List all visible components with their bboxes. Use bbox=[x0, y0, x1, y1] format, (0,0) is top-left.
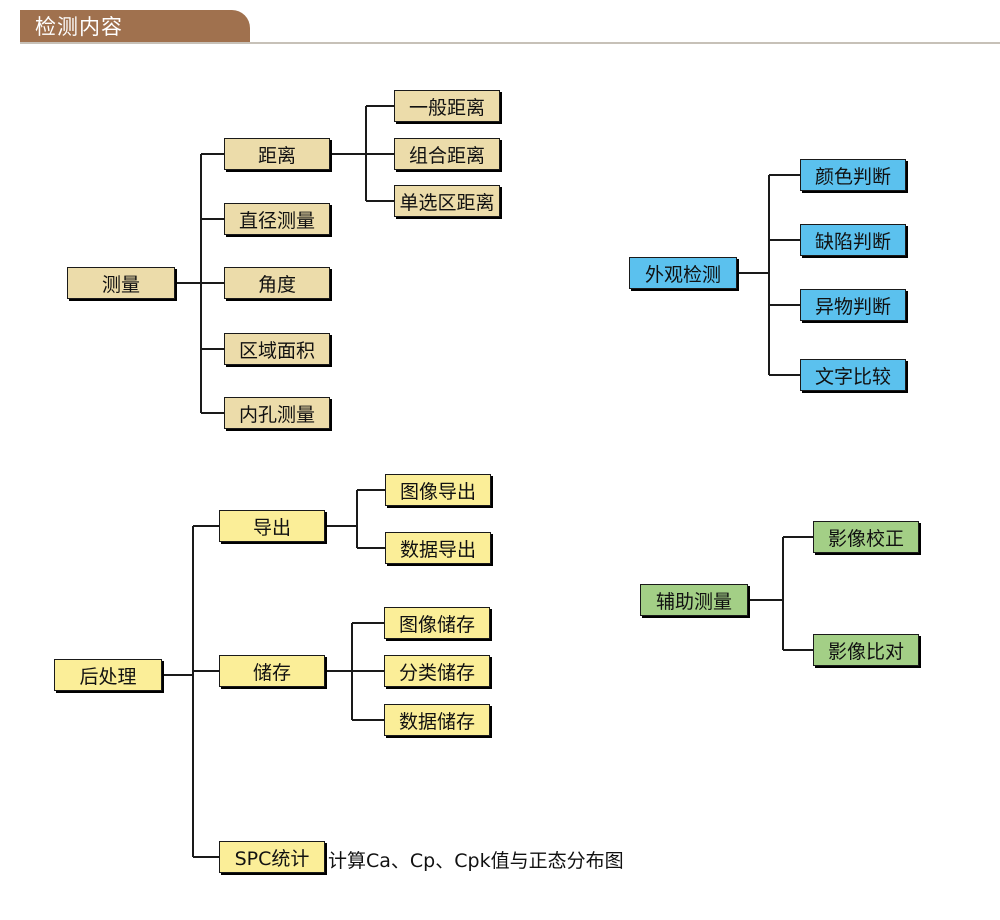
node-inner-hole: 内孔测量 bbox=[224, 397, 330, 429]
node-region-area: 区域面积 bbox=[224, 333, 330, 365]
node-image-storage: 图像储存 bbox=[384, 607, 490, 639]
node-storage: 储存 bbox=[219, 655, 325, 687]
node-single-select-distance: 单选区距离 bbox=[394, 185, 500, 217]
node-data-export: 数据导出 bbox=[385, 532, 491, 564]
node-distance: 距离 bbox=[224, 138, 330, 170]
node-foreign-check: 异物判断 bbox=[800, 289, 906, 321]
node-image-export: 图像导出 bbox=[385, 474, 491, 506]
section-title-tab bbox=[20, 10, 250, 42]
spc-note: 计算Ca、Cp、Cpk值与正态分布图 bbox=[328, 850, 624, 872]
node-auxiliary-measurement: 辅助测量 bbox=[640, 584, 748, 616]
node-export: 导出 bbox=[219, 510, 325, 542]
node-general-distance: 一般距离 bbox=[394, 90, 500, 122]
node-image-correction: 影像校正 bbox=[813, 521, 919, 553]
node-defect-check: 缺陷判断 bbox=[800, 224, 906, 256]
node-text-compare: 文字比较 bbox=[800, 359, 906, 391]
node-combined-distance: 组合距离 bbox=[394, 138, 500, 170]
section-title: 检测内容 bbox=[35, 15, 123, 39]
node-spc: SPC统计 bbox=[219, 841, 325, 873]
node-measurement: 测量 bbox=[67, 267, 175, 299]
node-appearance: 外观检测 bbox=[629, 257, 737, 289]
node-image-comparison: 影像比对 bbox=[813, 634, 919, 666]
node-color-check: 颜色判断 bbox=[800, 159, 906, 191]
node-post-processing: 后处理 bbox=[54, 659, 162, 691]
node-diameter: 直径测量 bbox=[224, 203, 330, 235]
title-divider bbox=[20, 42, 1000, 44]
node-category-storage: 分类储存 bbox=[384, 655, 490, 687]
node-angle: 角度 bbox=[224, 267, 330, 299]
node-data-storage: 数据储存 bbox=[384, 704, 490, 736]
